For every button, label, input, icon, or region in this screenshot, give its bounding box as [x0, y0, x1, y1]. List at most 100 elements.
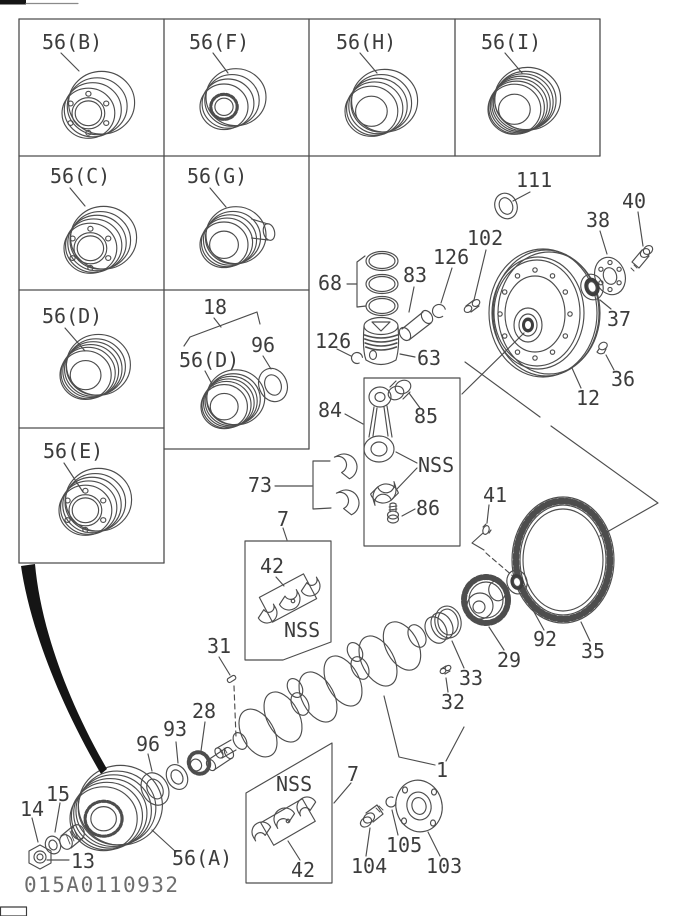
bearing-92-drawing	[504, 568, 544, 630]
callout-7-a: 7	[277, 507, 290, 531]
crankshaft-1-drawing	[213, 609, 464, 765]
callout-33: 33	[459, 666, 484, 690]
pulley-56A-drawing	[70, 765, 162, 850]
callout-NSS-rod: NSS	[418, 453, 455, 477]
callout-83: 83	[403, 263, 428, 287]
callout-56F: 56(F)	[189, 30, 250, 54]
washer-93-drawing	[162, 742, 192, 793]
callout-56A: 56(A)	[172, 846, 233, 870]
callout-126-l: 126	[315, 329, 352, 353]
piston-pin-83-drawing	[397, 287, 435, 343]
callout-96-a: 96	[251, 333, 276, 357]
pulley-variant-grid	[19, 19, 600, 563]
callout-14: 14	[20, 797, 45, 821]
callout-41: 41	[483, 483, 508, 507]
crank-nose-shaft-drawing	[205, 746, 236, 772]
callout-1: 1	[436, 758, 449, 782]
piston-63-drawing	[363, 318, 415, 365]
callout-73: 73	[248, 473, 273, 497]
callout-42-b: 42	[291, 858, 316, 882]
callout-13: 13	[71, 849, 96, 873]
nut-14-drawing	[29, 818, 51, 869]
bushing-85-drawing	[386, 378, 420, 408]
bolt-104-drawing	[359, 805, 383, 856]
connecting-rod-box	[345, 378, 460, 546]
callout-56B: 56(B)	[42, 30, 103, 54]
bearing-shells-73-drawing	[275, 450, 363, 517]
callout-96-b: 96	[136, 732, 161, 756]
callout-NSS-a: NSS	[284, 618, 321, 642]
snap-ring-126-left-drawing	[337, 349, 363, 364]
pulley-56F-drawing	[200, 69, 266, 130]
callout-31: 31	[207, 634, 232, 658]
flywheel-12-drawing	[489, 249, 600, 388]
gear-29-drawing	[464, 577, 508, 650]
flange-103-drawing	[390, 775, 448, 856]
pulley-layer	[59, 67, 561, 850]
pulley-56D-2-drawing	[201, 370, 265, 429]
callout-63: 63	[417, 346, 442, 370]
ring-gear-35-drawing	[512, 497, 614, 641]
main-bearing-box-upper	[245, 528, 331, 660]
callout-56I: 56(I)	[481, 30, 542, 54]
callout-126-r: 126	[433, 245, 470, 269]
callout-104: 104	[351, 854, 388, 878]
grid-leader-lines	[61, 53, 522, 492]
callout-85: 85	[414, 404, 439, 428]
woodruff-key-31-drawing	[219, 657, 237, 737]
callout-86: 86	[416, 496, 441, 520]
pulley-56H-drawing	[345, 69, 418, 136]
callout-37: 37	[607, 307, 632, 331]
swoosh-pointer	[21, 564, 107, 774]
pulley-56A-leader	[152, 830, 176, 852]
callout-figure-code: 015A0110932	[24, 873, 180, 897]
rod-bolt-86-drawing	[388, 503, 416, 523]
bearing-37-drawing	[578, 271, 611, 309]
pulley-56D-drawing	[60, 334, 130, 399]
main-bearing-box-lower	[246, 743, 351, 883]
callout-92: 92	[533, 627, 558, 651]
pulley-56B-drawing	[62, 71, 135, 138]
callout-84: 84	[318, 398, 343, 422]
callout-103: 103	[426, 854, 463, 878]
rod-bearing-shells-drawing	[369, 481, 400, 507]
callout-68: 68	[318, 271, 343, 295]
pulley-56E-drawing	[59, 468, 132, 535]
callout-102: 102	[467, 226, 504, 250]
top-left-corner-artifact	[0, 0, 78, 5]
oil-seal-111-drawing	[491, 190, 530, 222]
pulley-56G-drawing	[200, 207, 277, 268]
callout-18: 18	[203, 295, 228, 319]
callout-93: 93	[163, 717, 188, 741]
oil-seal-96-drawing	[136, 754, 175, 810]
callout-7-b: 7	[347, 762, 360, 786]
o-ring-33-drawing	[432, 604, 464, 668]
callout-105: 105	[386, 833, 423, 857]
callout-56H: 56(H)	[336, 30, 397, 54]
pulley-56I-drawing	[488, 67, 561, 134]
callout-38: 38	[586, 208, 611, 232]
bolt-40-drawing	[631, 212, 654, 271]
crank-gear-28-drawing	[185, 722, 213, 777]
callout-29: 29	[497, 648, 522, 672]
connecting-rod-84-drawing	[345, 387, 394, 462]
callout-56C: 56(C)	[50, 164, 111, 188]
pin-32-drawing	[439, 664, 452, 692]
callout-56G: 56(G)	[187, 164, 248, 188]
callout-32: 32	[441, 690, 466, 714]
bottom-left-corner-artifact	[1, 907, 27, 916]
pin-102-drawing	[463, 250, 486, 314]
pulley-56C-drawing	[64, 206, 137, 273]
snap-ring-105-drawing	[384, 795, 398, 835]
callout-40: 40	[622, 189, 647, 213]
callout-36: 36	[611, 367, 636, 391]
callout-56D-2: 56(D)	[179, 348, 240, 372]
piston-rings-68-drawing	[347, 252, 398, 316]
callout-12: 12	[576, 386, 601, 410]
callout-56E: 56(E)	[43, 439, 104, 463]
callout-15: 15	[46, 782, 71, 806]
callout-56D: 56(D)	[42, 304, 103, 328]
plug-36-drawing	[597, 341, 614, 370]
